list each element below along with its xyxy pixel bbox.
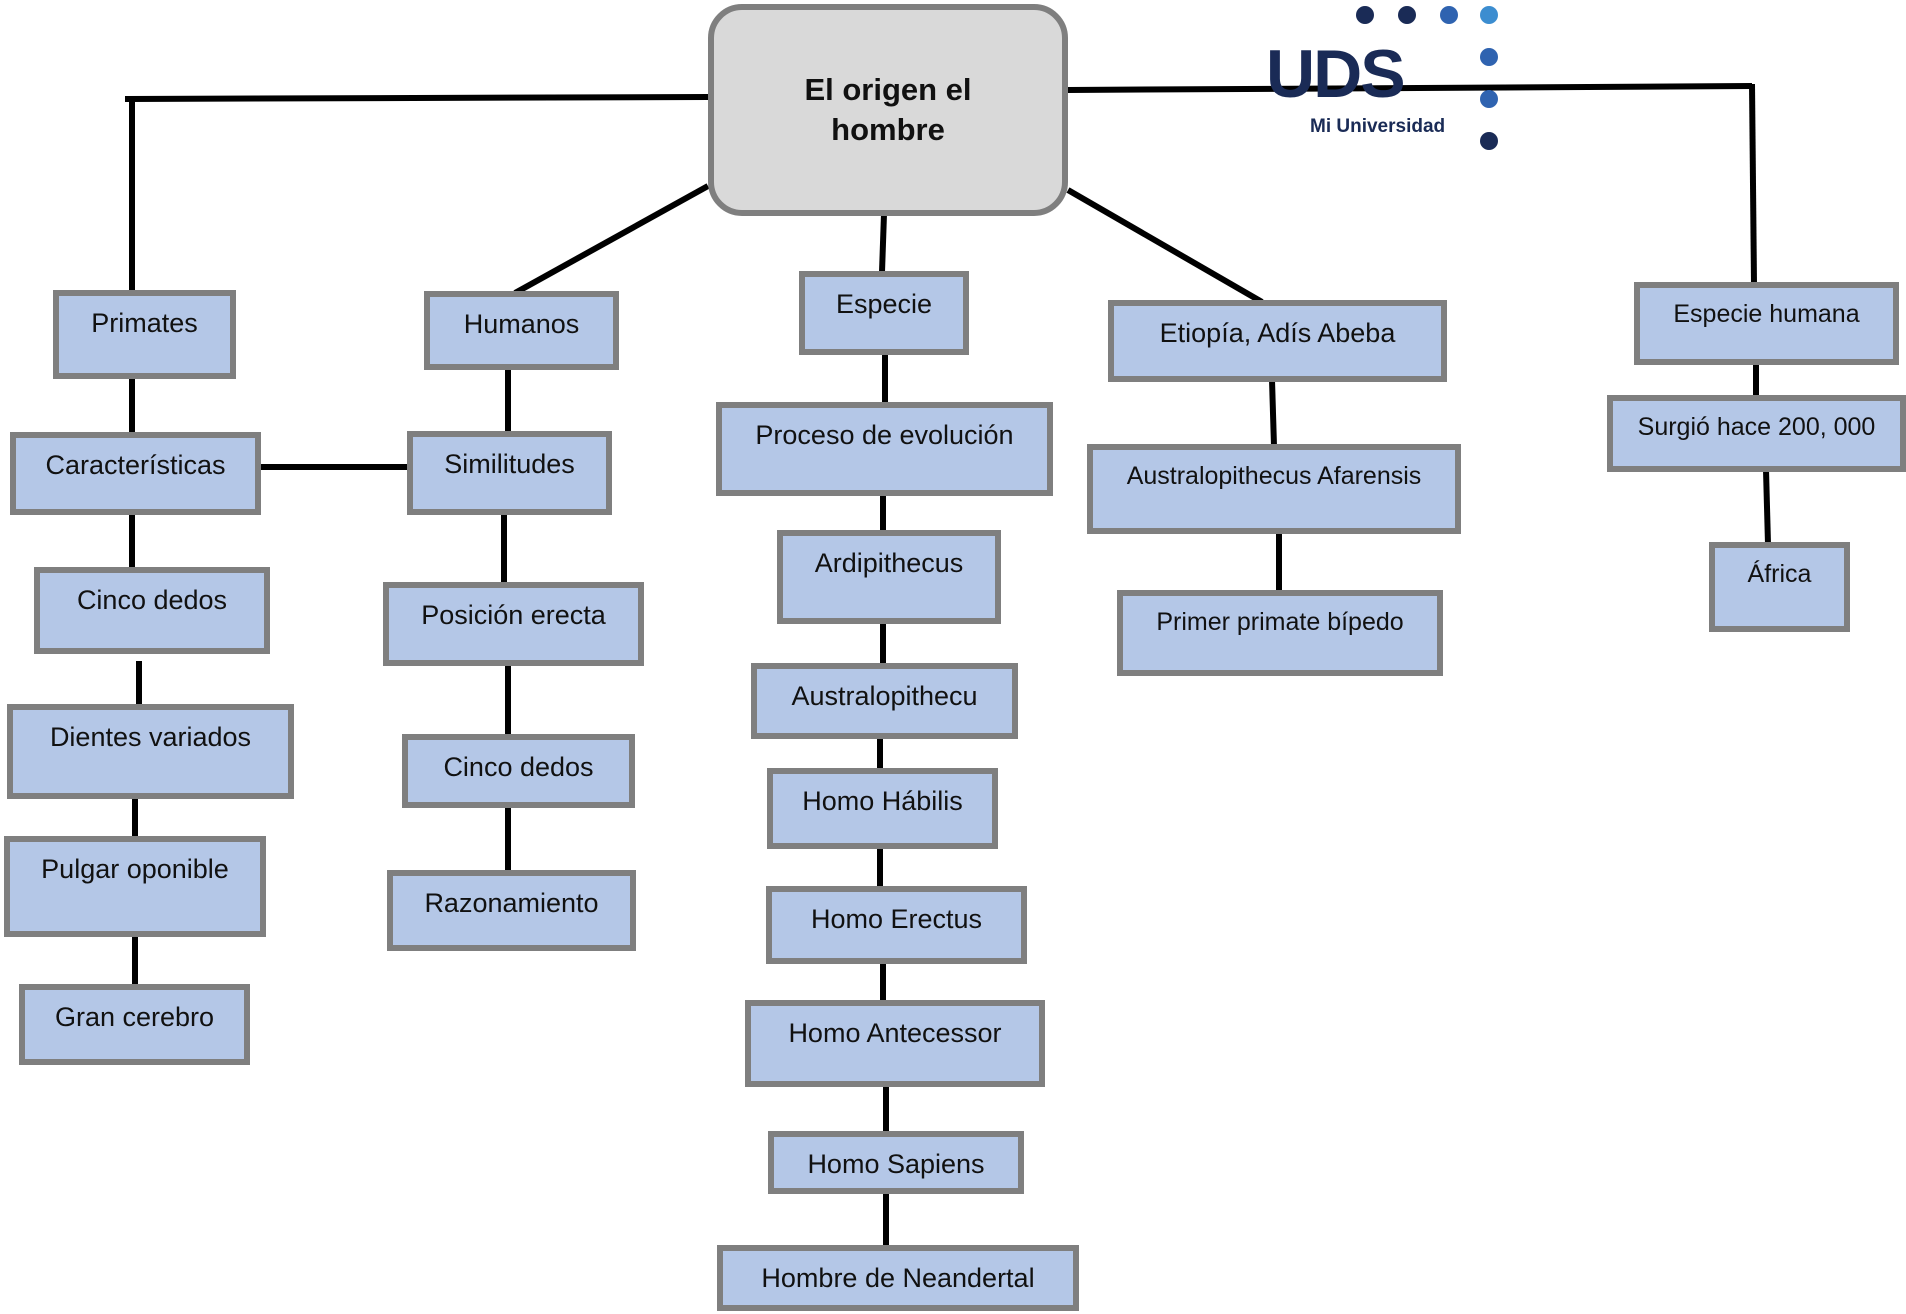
node-label: Ardipithecus [814, 548, 964, 578]
connector-root-right [1067, 83, 1753, 93]
node-label: Similitudes [444, 449, 575, 479]
node-label: Homo Antecessor [788, 1018, 1002, 1048]
node-primates: Primates [53, 290, 236, 379]
node-label: Australopithecus Afarensis [1126, 462, 1422, 490]
connector-root-etiopia [1066, 187, 1264, 305]
node-cinco-dedos-humanos: Cinco dedos [402, 734, 635, 808]
node-dientes-variados: Dientes variados [7, 704, 294, 799]
node-africa: África [1709, 542, 1850, 632]
logo-subtitle: Mi Universidad [1310, 116, 1446, 137]
root-node: El origen el hombre [708, 4, 1068, 216]
node-label: Homo Erectus [810, 904, 983, 934]
node-cinco-dedos-primates: Cinco dedos [34, 567, 270, 654]
root-title: El origen el hombre [804, 71, 972, 147]
node-australopithecu: Australopithecu [751, 663, 1018, 739]
node-label: África [1747, 560, 1812, 588]
node-caracteristicas: Características [10, 432, 261, 515]
node-label: Dientes variados [49, 722, 252, 752]
node-label: Razonamiento [424, 888, 599, 918]
node-surgio-hace: Surgió hace 200, 000 [1607, 395, 1906, 472]
node-label: Homo Sapiens [807, 1149, 985, 1179]
node-australopithecus-afarensis: Australopithecus Afarensis [1087, 444, 1461, 534]
node-label: Australopithecu [791, 681, 978, 711]
node-etiopia: Etiopía, Adís Abeba [1108, 300, 1447, 382]
connector-root-humanos [513, 183, 710, 296]
node-label: Primer primate bípedo [1156, 608, 1404, 636]
node-label: Hombre de Neandertal [761, 1263, 1035, 1293]
connector-root-left [124, 94, 709, 102]
node-pulgar-oponible: Pulgar oponible [4, 836, 266, 937]
uds-logo: UDS Mi Universidad [1262, 2, 1512, 162]
node-hombre-neandertal: Hombre de Neandertal [717, 1245, 1079, 1311]
node-primer-primate-bipedo: Primer primate bípedo [1117, 590, 1443, 676]
node-posicion-erecta: Posición erecta [383, 582, 644, 666]
logo-dot [1356, 6, 1374, 24]
node-homo-habilis: Homo Hábilis [767, 768, 998, 849]
logo-dot [1480, 6, 1498, 24]
node-label: Primates [91, 308, 198, 338]
node-especie-humana: Especie humana [1634, 282, 1899, 365]
logo-dot [1480, 90, 1498, 108]
node-especie: Especie [799, 271, 969, 355]
logo-dot [1480, 48, 1498, 66]
logo-dot [1440, 6, 1458, 24]
node-label: Etiopía, Adís Abeba [1159, 318, 1396, 348]
node-gran-cerebro: Gran cerebro [19, 984, 250, 1065]
node-homo-erectus: Homo Erectus [766, 886, 1027, 964]
node-label: Especie [835, 289, 933, 319]
node-label: Posición erecta [421, 600, 606, 630]
node-label: Proceso de evolución [755, 420, 1014, 450]
connector-etiopia-afarensis [1269, 379, 1277, 447]
logo-dot [1480, 132, 1498, 150]
node-label: Pulgar oponible [41, 854, 229, 884]
logo-dot [1398, 6, 1416, 24]
node-ardipithecus: Ardipithecus [777, 530, 1001, 624]
connector-especie-humana-drop [1749, 83, 1757, 285]
node-homo-antecessor: Homo Antecessor [745, 1000, 1045, 1087]
connector-surgio-africa [1763, 469, 1771, 545]
node-label: Surgió hace 200, 000 [1637, 413, 1876, 441]
node-label: Humanos [463, 309, 580, 339]
node-proceso-evolucion: Proceso de evolución [716, 402, 1053, 496]
node-label: Gran cerebro [54, 1002, 215, 1032]
node-label: Especie humana [1673, 300, 1860, 328]
logo-text: UDS [1266, 36, 1406, 112]
connector-root-especie [879, 213, 887, 273]
node-label: Características [45, 450, 226, 480]
node-humanos: Humanos [424, 291, 619, 370]
node-razonamiento: Razonamiento [387, 870, 636, 951]
node-label: Cinco dedos [76, 585, 228, 615]
node-similitudes: Similitudes [407, 431, 612, 515]
node-label: Homo Hábilis [802, 786, 963, 816]
node-homo-sapiens: Homo Sapiens [768, 1131, 1024, 1194]
node-label: Cinco dedos [443, 752, 594, 782]
